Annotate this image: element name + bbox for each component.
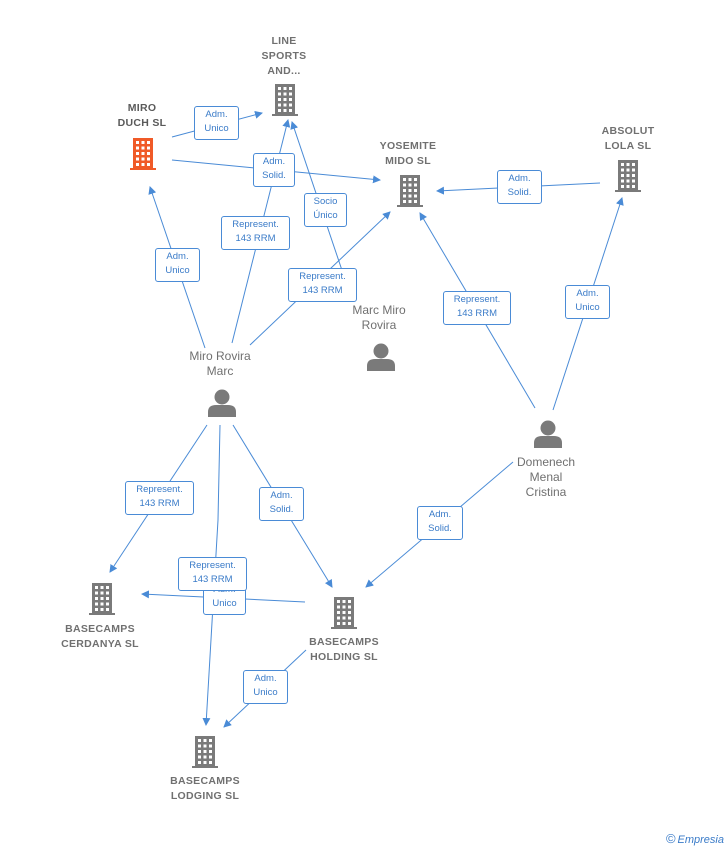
person-label-marc-miro[interactable]: Marc Miro Rovira: [352, 303, 406, 332]
company-label-cerdanya[interactable]: BASECAMPS CERDANYA SL: [61, 623, 139, 650]
building-icon-absolut[interactable]: [615, 160, 641, 192]
edge-label-1: Adm. Solid.: [253, 153, 295, 187]
person-label-domenech[interactable]: Domenech Menal Cristina: [516, 455, 576, 499]
person-icon-domenech[interactable]: [534, 420, 562, 449]
building-icon-holding[interactable]: [331, 597, 357, 629]
edge-label-12: Represent. 143 RRM: [178, 557, 247, 591]
building-icon-lodging[interactable]: [192, 736, 218, 768]
edge-label-8: Adm. Unico: [565, 285, 610, 319]
edge-label-11: Adm. Solid.: [417, 506, 463, 540]
edge-label-7: Represent. 143 RRM: [443, 291, 511, 325]
company-label-line-sports[interactable]: LINE SPORTS AND...: [261, 35, 307, 77]
brand-name: Empresia: [677, 834, 724, 846]
copyright-icon: ©: [665, 831, 676, 846]
building-icon-miro-duch[interactable]: [130, 138, 156, 170]
building-icon-cerdanya[interactable]: [89, 583, 115, 615]
company-label-lodging[interactable]: BASECAMPS LODGING SL: [170, 775, 240, 802]
edge-label-13: Adm. Unico: [243, 670, 288, 704]
edge-label-10: Represent. 143 RRM: [125, 481, 194, 515]
edge-label-5: Represent. 143 RRM: [288, 268, 357, 302]
edge-label-0: Adm. Unico: [194, 106, 239, 140]
edge-label-2: Represent. 143 RRM: [221, 216, 290, 250]
footer-brand[interactable]: ©Empresia: [666, 831, 724, 846]
edge-label-4: Adm. Unico: [155, 248, 200, 282]
edge-label-9: Adm. Solid.: [259, 487, 304, 521]
edge-label-6: Adm. Solid.: [497, 170, 542, 204]
edge-line-12: [202, 424, 221, 726]
company-label-absolut[interactable]: ABSOLUT LOLA SL: [601, 125, 655, 152]
company-label-holding[interactable]: BASECAMPS HOLDING SL: [309, 636, 379, 663]
company-label-yosemite[interactable]: YOSEMITE MIDO SL: [379, 140, 437, 167]
edge-label-3: Socio Único: [304, 193, 347, 227]
icons-layer: [89, 84, 641, 768]
building-icon-yosemite[interactable]: [397, 175, 423, 207]
company-label-miro-duch[interactable]: MIRO DUCH SL: [117, 102, 167, 129]
person-icon-miro-rovira[interactable]: [208, 389, 236, 418]
person-icon-marc-miro[interactable]: [367, 343, 395, 372]
building-icon-line-sports[interactable]: [272, 84, 298, 116]
person-label-miro-rovira[interactable]: Miro Rovira Marc: [189, 349, 251, 378]
